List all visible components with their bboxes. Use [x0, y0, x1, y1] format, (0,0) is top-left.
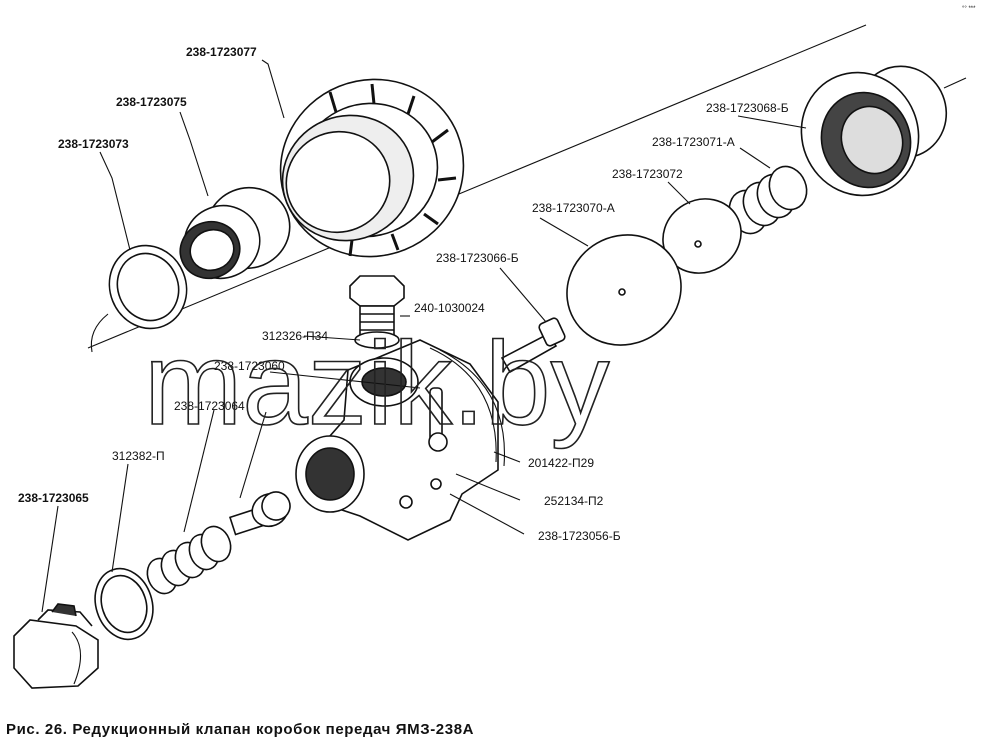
label-238-1723073: 238-1723073	[58, 137, 129, 151]
right-housing-part	[800, 65, 948, 197]
label-238-1723077: 238-1723077	[186, 45, 257, 59]
label-238-1723070-a: 238-1723070-А	[532, 201, 615, 215]
corner-mark: °° ***	[962, 6, 976, 12]
plug-part	[13, 603, 99, 689]
leader-lines	[41, 59, 807, 613]
label-240-1030024: 240-1030024	[414, 301, 485, 315]
label-312326-p34: 312326-П34	[262, 329, 328, 343]
label-238-1723065: 238-1723065	[18, 491, 89, 505]
label-238-1723072: 238-1723072	[612, 167, 683, 181]
threaded-sleeve-part	[179, 186, 291, 280]
fitting-part	[349, 275, 405, 349]
label-238-1723056-b: 238-1723056-Б	[538, 529, 621, 543]
ring-part-upper	[108, 244, 188, 330]
membrane-part	[566, 234, 682, 346]
label-201422-p29: 201422-П29	[528, 456, 594, 470]
figure-caption: Рис. 26. Редукционный клапан коробок пер…	[6, 721, 474, 738]
spring-part-upper	[728, 165, 808, 235]
label-312382-p: 312382-П	[112, 449, 165, 463]
plunger-part	[228, 491, 291, 536]
label-238-1723060: 238-1723060	[214, 359, 285, 373]
valve-body-part	[295, 339, 506, 541]
label-238-1723075: 238-1723075	[116, 95, 187, 109]
label-238-1723071-a: 238-1723071-А	[652, 135, 735, 149]
ring-part-lower	[94, 567, 154, 641]
label-252134-p2: 252134-П2	[544, 494, 604, 508]
spring-part-lower	[146, 525, 232, 595]
big-nut-part	[279, 78, 465, 258]
label-238-1723068-b: 238-1723068-Б	[706, 101, 789, 115]
valve-part	[500, 317, 566, 374]
assembly-axis	[87, 24, 967, 353]
label-238-1723064: 238-1723064	[174, 399, 245, 413]
part-labels: 238-1723077 238-1723075 238-1723073 238-…	[18, 45, 789, 543]
watermark-text: mazik.by	[144, 318, 610, 450]
label-238-1723066-b: 238-1723066-Б	[436, 251, 519, 265]
